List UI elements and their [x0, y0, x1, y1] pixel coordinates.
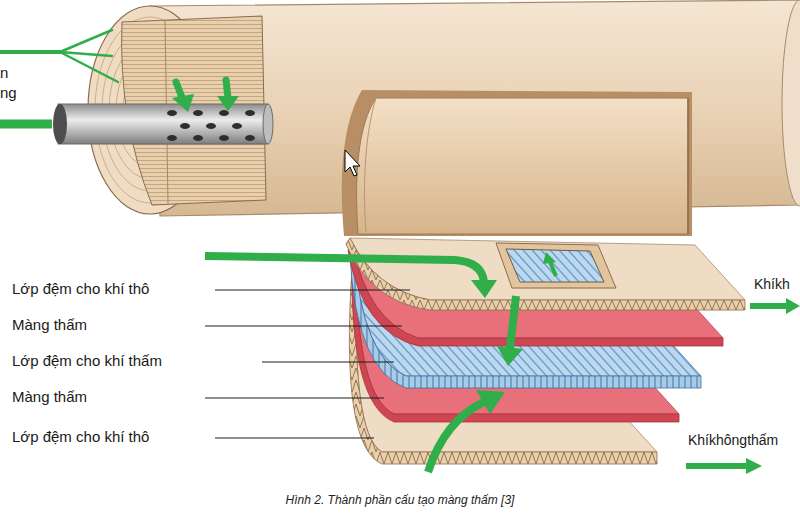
- layer-label: Màng thấm: [12, 316, 87, 333]
- cut-label: n: [0, 64, 8, 81]
- layer-label: Lớp đệm cho khí thấm: [12, 352, 162, 369]
- flow-label: Khíkhôngthấm: [688, 432, 778, 448]
- layer-label: Lớp đệm cho khí thô: [12, 280, 149, 297]
- flow-label: Khíkh: [754, 276, 790, 292]
- layer-label: Lớp đệm cho khí thô: [12, 428, 149, 445]
- cut-label: ng: [0, 84, 17, 101]
- layer-label: Màng thấm: [12, 388, 87, 405]
- figure-caption: Hình 2. Thành phần cấu tạo màng thấm [3]: [0, 493, 800, 507]
